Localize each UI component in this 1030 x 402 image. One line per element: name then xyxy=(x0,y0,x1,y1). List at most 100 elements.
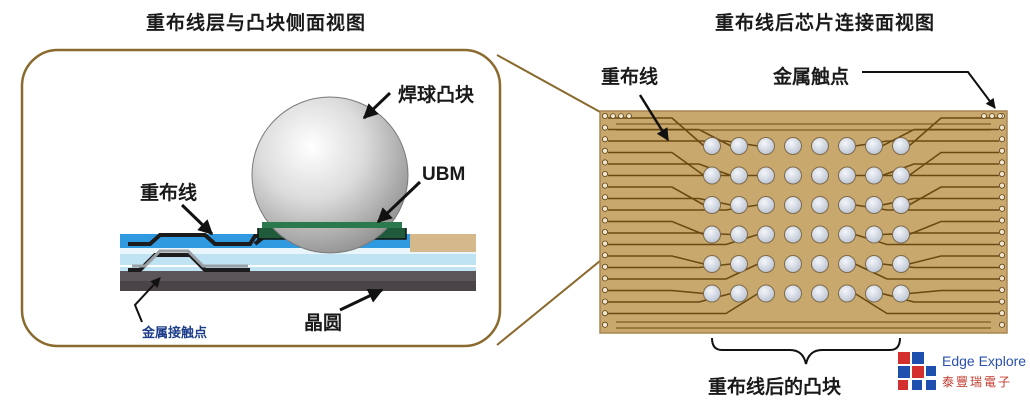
bump xyxy=(838,255,856,273)
edge-contact xyxy=(602,321,609,328)
bump xyxy=(892,196,910,214)
edge-contact xyxy=(981,113,987,119)
bump xyxy=(730,255,748,273)
bump xyxy=(784,255,802,273)
edge-contact xyxy=(999,228,1006,235)
arrow-solder-bump xyxy=(362,91,392,120)
edge-contact xyxy=(602,170,609,177)
trace xyxy=(908,289,999,295)
bump xyxy=(892,284,910,303)
logo-name-part2: e Explore xyxy=(966,353,1027,369)
bump xyxy=(811,137,829,155)
bump xyxy=(811,255,829,273)
bump xyxy=(892,166,910,185)
edge-contact xyxy=(626,113,632,119)
chip-view xyxy=(599,110,1008,334)
edge-contact xyxy=(602,205,609,212)
edge-contact xyxy=(610,113,616,119)
edge-contact xyxy=(602,147,609,154)
trace xyxy=(608,292,759,315)
bump xyxy=(703,137,721,155)
edge-contact xyxy=(602,194,609,201)
arrow-redistribution-left xyxy=(180,203,214,236)
edge-contact xyxy=(602,286,609,293)
edge-contact xyxy=(999,124,1006,131)
bump xyxy=(865,284,883,303)
bump xyxy=(703,225,721,244)
label-metal-contact-right: 金属触点 xyxy=(773,66,850,88)
bump xyxy=(784,137,802,155)
bump xyxy=(838,196,856,214)
logo-name: Edge Explore xyxy=(942,353,1026,369)
logo-name-part1: Edg xyxy=(942,353,967,369)
pad-region xyxy=(410,234,476,252)
arrow-metal-contact-right xyxy=(862,71,996,109)
trace xyxy=(854,263,999,280)
edge-contact xyxy=(999,286,1006,293)
edge-contact xyxy=(602,240,609,247)
bump xyxy=(865,137,883,155)
bump xyxy=(784,196,802,214)
edge-contact xyxy=(602,252,609,259)
logo-chinese: 泰豐瑞電子 xyxy=(942,375,1013,389)
label-redistribution-left: 重布线 xyxy=(140,182,198,204)
bump xyxy=(865,225,883,244)
edge-contact xyxy=(602,298,609,305)
arrow-redistribution-right xyxy=(638,94,670,142)
edge-contact xyxy=(999,240,1006,247)
edge-contact xyxy=(999,159,1006,166)
bump xyxy=(892,255,910,273)
bump xyxy=(838,225,856,244)
trace xyxy=(908,151,999,177)
bump xyxy=(703,255,721,273)
trace xyxy=(908,220,999,236)
bump xyxy=(757,284,775,303)
bump xyxy=(784,225,802,244)
bump xyxy=(865,255,883,273)
arrow-ubm xyxy=(376,180,422,224)
bump xyxy=(757,225,775,244)
bump xyxy=(838,284,856,303)
left-panel-title: 重布线层与凸块侧面视图 xyxy=(146,12,367,34)
edge-contact xyxy=(602,217,609,224)
bump xyxy=(703,196,721,214)
edge-contact xyxy=(602,228,609,235)
dielectric-mid-strip xyxy=(120,248,476,254)
trace xyxy=(608,263,759,280)
bump xyxy=(757,166,775,185)
trace xyxy=(608,289,705,295)
edge-contact xyxy=(989,113,995,119)
edge-contact xyxy=(999,321,1006,328)
edge-contact xyxy=(999,182,1006,189)
label-wafer: 晶圆 xyxy=(304,312,343,334)
bump xyxy=(757,196,775,214)
edge-contact xyxy=(618,113,624,119)
bump xyxy=(757,255,775,273)
trace xyxy=(881,163,999,177)
edge-contact xyxy=(997,113,1003,119)
bump xyxy=(730,284,748,303)
redistribution-trace-gray xyxy=(132,249,248,268)
edge-contact xyxy=(999,217,1006,224)
edge-contact xyxy=(999,136,1006,143)
edge-contact xyxy=(999,194,1006,201)
edge-contact xyxy=(999,263,1006,270)
bump xyxy=(784,284,802,303)
bump xyxy=(892,137,910,155)
label-redistribution-right: 重布线 xyxy=(601,66,659,88)
edge-contact xyxy=(999,310,1006,317)
edge-contact xyxy=(999,252,1006,259)
bump xyxy=(865,166,883,185)
edge-contact xyxy=(999,147,1006,154)
bump xyxy=(838,137,856,155)
edge-contact xyxy=(602,182,609,189)
bump xyxy=(730,225,748,244)
trace xyxy=(608,151,705,177)
wafer-bottom-shade xyxy=(120,281,476,291)
trace xyxy=(608,220,705,236)
bump-array xyxy=(703,137,910,303)
edge-contact xyxy=(602,136,609,143)
edge-contact xyxy=(999,170,1006,177)
bump xyxy=(811,225,829,244)
redistribution-trace-lower xyxy=(128,253,250,272)
